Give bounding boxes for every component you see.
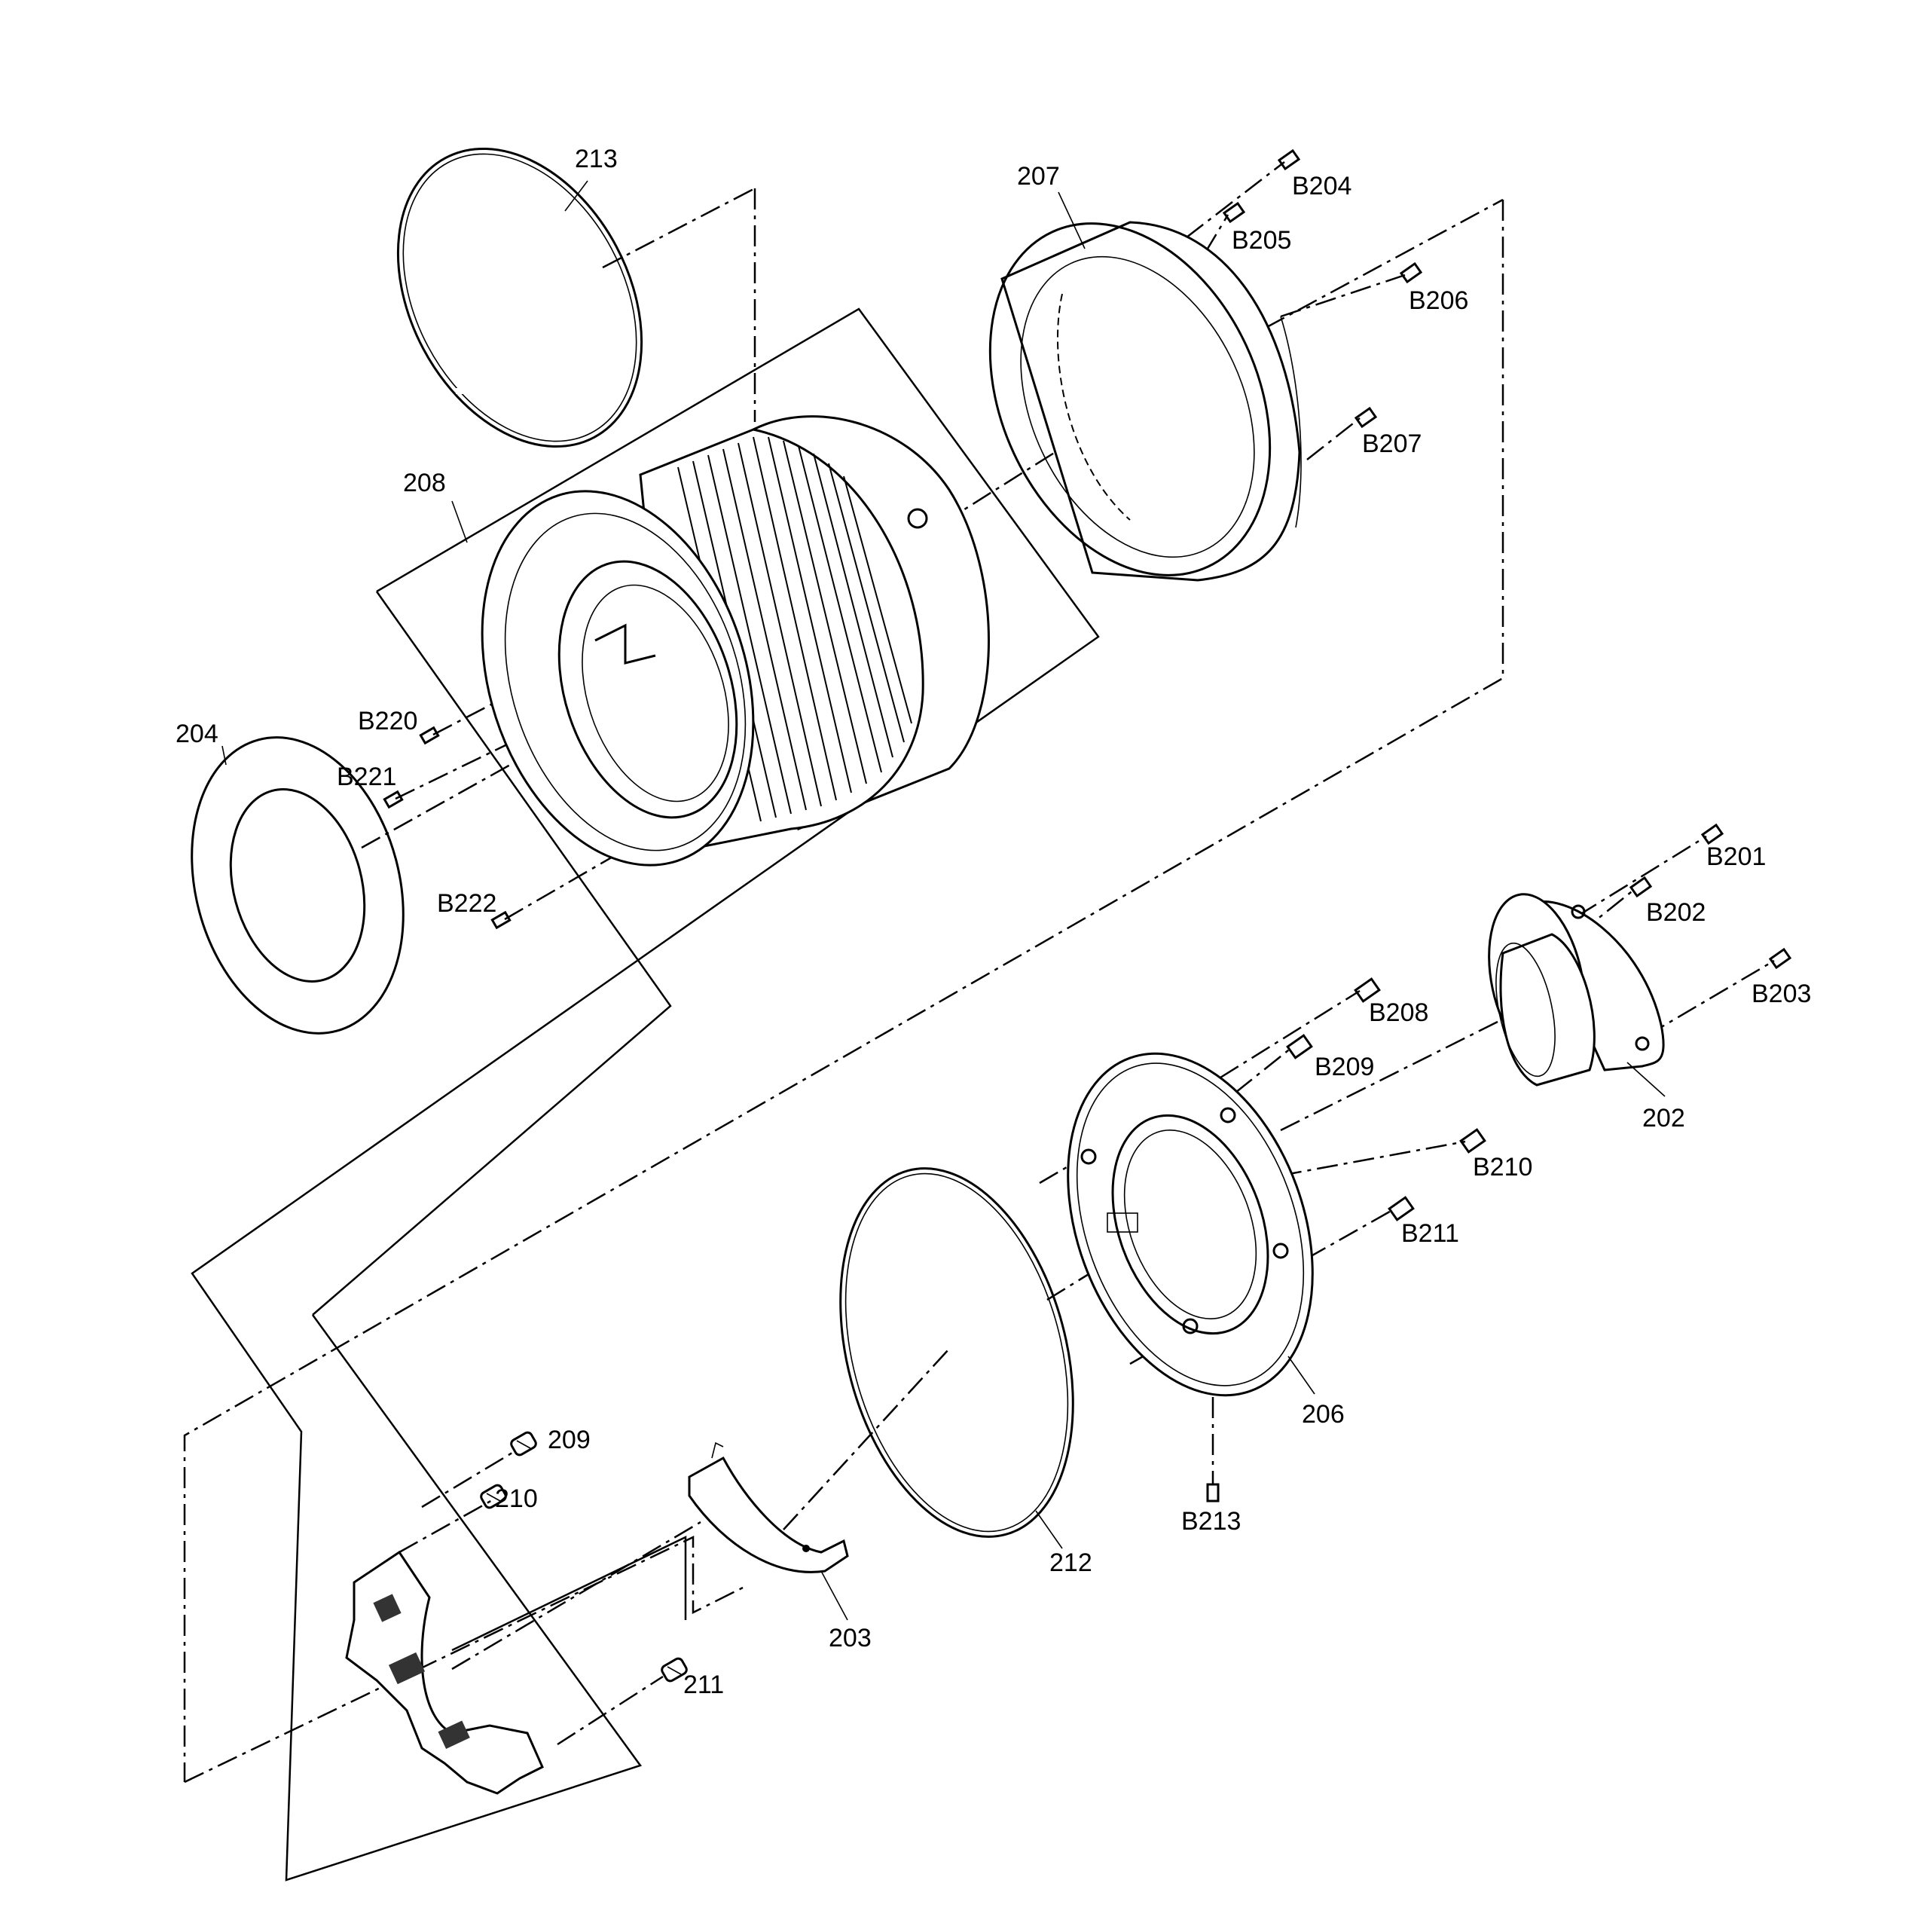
leader-b211 <box>1306 1208 1394 1260</box>
group-bracket-208 <box>191 307 1100 1882</box>
label-203: 203 <box>829 1624 872 1652</box>
part-202-mount <box>1488 893 1665 1087</box>
leader-b209 <box>1235 1047 1293 1093</box>
leader-b203 <box>1645 959 1775 1038</box>
part-labels: B204 B205 B206 B207 B201 B202 B203 B208 … <box>176 145 1811 1699</box>
spring-211-icon <box>661 1657 688 1683</box>
leader-b208 <box>1220 989 1361 1079</box>
leader-b204 <box>1186 161 1285 238</box>
screw-b220-icon <box>419 726 440 745</box>
screw-b213-icon <box>1206 1483 1220 1502</box>
part-203-contact-block <box>688 1441 849 1573</box>
screw-b203-icon <box>1768 947 1792 970</box>
label-leaders <box>221 180 1666 1621</box>
spring-210-icon <box>480 1484 507 1509</box>
label-207: 207 <box>1017 162 1060 191</box>
screw-b206-icon <box>1399 261 1423 284</box>
label-208: 208 <box>403 469 446 497</box>
group-bracket-lens <box>312 591 672 1316</box>
spring-209-icon <box>510 1431 537 1457</box>
label-b222: B222 <box>437 889 496 918</box>
part-207-zoom-ring <box>988 221 1302 582</box>
label-b221: B221 <box>337 763 396 791</box>
label-b220: B220 <box>358 707 417 735</box>
screw-b211-icon <box>1388 1196 1415 1221</box>
screw-b209-icon <box>1286 1034 1313 1059</box>
screw-b207-icon <box>1354 406 1378 429</box>
label-209: 209 <box>548 1426 591 1454</box>
label-212: 212 <box>1049 1548 1092 1577</box>
axis-pcb <box>451 1521 701 1671</box>
label-b211: B211 <box>1401 1219 1459 1248</box>
frame-bottom-left <box>184 1536 747 1784</box>
label-b210: B210 <box>1473 1153 1532 1182</box>
frame-step <box>451 1536 687 1652</box>
screw-b208-icon <box>1354 977 1381 1003</box>
part-204-gasket <box>191 736 405 1035</box>
part-213-ring <box>396 147 643 448</box>
leader-b222 <box>504 835 649 921</box>
part-206-mount-plate <box>1067 1052 1314 1397</box>
part-208-lens-barrel <box>481 415 990 867</box>
label-b201: B201 <box>1706 842 1766 871</box>
screw-b204-icon <box>1277 148 1301 171</box>
leader-b201 <box>1577 835 1707 917</box>
screw-icons <box>383 148 1792 1502</box>
label-b208: B208 <box>1369 998 1428 1027</box>
label-b209: B209 <box>1315 1053 1374 1081</box>
leader-b207 <box>1306 417 1361 460</box>
leader-b206 <box>1280 274 1406 318</box>
leader-210 <box>399 1498 494 1554</box>
frame-dashed-topright <box>183 200 1504 1782</box>
leader-b210 <box>1280 1140 1466 1177</box>
screw-b202-icon <box>1629 876 1653 898</box>
label-b202: B202 <box>1646 898 1706 927</box>
screw-b221-icon <box>383 790 404 809</box>
label-b206: B206 <box>1409 286 1468 315</box>
screw-b222-icon <box>490 910 512 930</box>
label-211: 211 <box>683 1671 724 1699</box>
label-b205: B205 <box>1232 226 1291 255</box>
label-204: 204 <box>176 720 218 748</box>
axis-ring212 <box>783 1348 950 1530</box>
frame-right-top-dash <box>1265 198 1504 329</box>
leader-b205 <box>1204 214 1229 253</box>
leader-211 <box>557 1675 664 1746</box>
screw-b201-icon <box>1700 823 1724 845</box>
label-210: 210 <box>495 1484 538 1513</box>
label-206: 206 <box>1302 1400 1345 1429</box>
label-202: 202 <box>1642 1104 1685 1133</box>
label-213: 213 <box>575 145 618 173</box>
part-flex-pcb <box>345 1550 544 1795</box>
label-b213: B213 <box>1181 1507 1241 1536</box>
frame-top-dash <box>602 187 756 269</box>
label-b207: B207 <box>1362 430 1422 458</box>
screw-b210-icon <box>1459 1128 1486 1154</box>
leader-209 <box>421 1449 517 1509</box>
axis-202 <box>1280 1001 1538 1132</box>
label-b203: B203 <box>1752 980 1811 1008</box>
part-212-o-ring <box>839 1167 1074 1538</box>
screw-b205-icon <box>1222 201 1246 224</box>
label-b204: B204 <box>1292 172 1351 200</box>
